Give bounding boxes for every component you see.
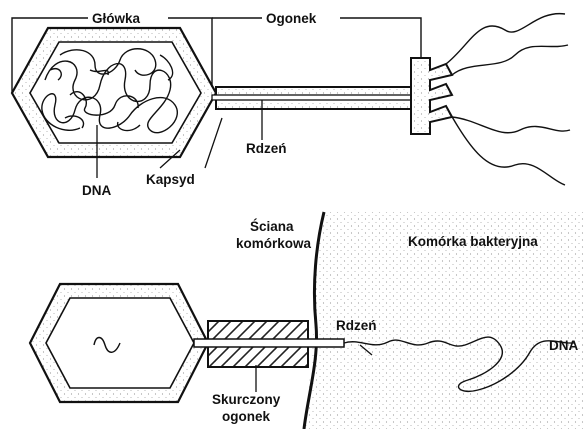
label-core-top: Rdzeń bbox=[246, 141, 287, 156]
label-capsid: Kapsyd bbox=[146, 172, 195, 187]
label-core-bottom: Rdzeń bbox=[336, 318, 377, 333]
top-tail-fibers bbox=[446, 14, 570, 185]
label-dna-bottom: DNA bbox=[549, 338, 578, 353]
label-contracted-tail-2: ogonek bbox=[222, 409, 270, 424]
top-baseplate bbox=[411, 58, 452, 134]
top-capsid-inner bbox=[30, 42, 201, 143]
label-contracted-tail-1: Skurczony bbox=[212, 392, 281, 407]
bottom-phage: Ściana komórkowa Komórka bakteryjna Rdze… bbox=[30, 212, 585, 429]
bottom-tail-core bbox=[194, 339, 344, 347]
label-bacterial-cell: Komórka bakteryjna bbox=[408, 234, 538, 249]
top-phage: Główka Ogonek Rdzeń DNA Kapsyd bbox=[12, 11, 570, 198]
label-tail: Ogonek bbox=[266, 11, 317, 26]
label-head: Główka bbox=[92, 11, 141, 26]
label-cell-wall-1: Ściana bbox=[250, 219, 294, 234]
label-dna-top: DNA bbox=[82, 183, 111, 198]
top-tail-core bbox=[212, 95, 424, 100]
top-bracket-tail bbox=[212, 18, 421, 58]
label-cell-wall-2: komórkowa bbox=[236, 236, 312, 251]
